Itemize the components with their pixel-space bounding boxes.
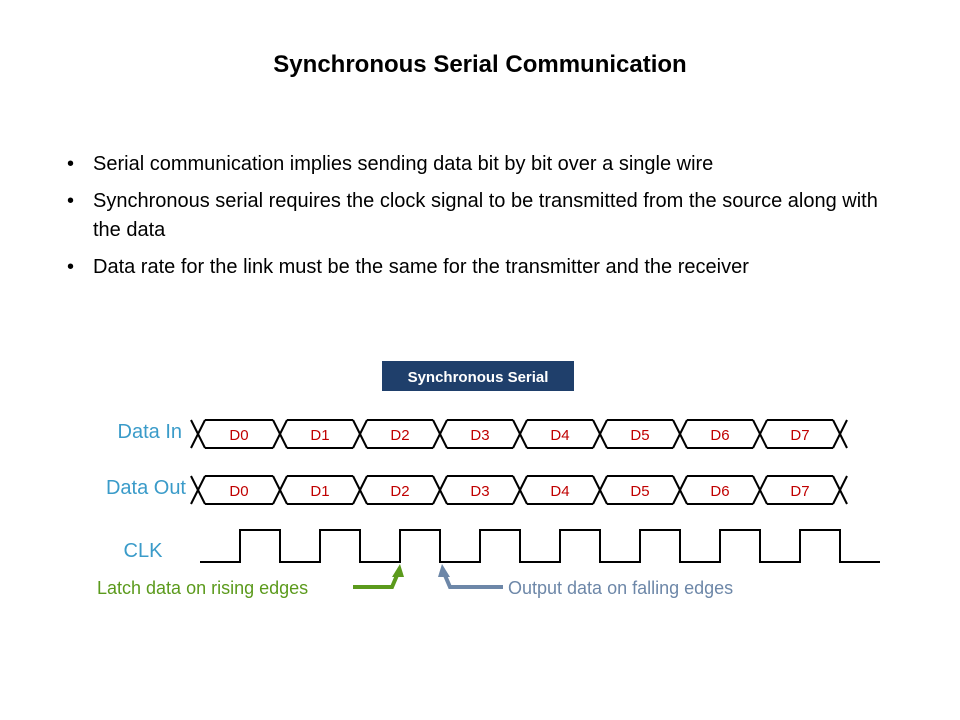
data-out-transition bbox=[190, 475, 206, 505]
data-in-bit-label: D0 bbox=[229, 427, 248, 444]
bullet-text: Serial communication implies sending dat… bbox=[93, 153, 714, 175]
bullet-item: • Serial communication implies sending d… bbox=[64, 150, 904, 179]
data-out-transition bbox=[832, 475, 848, 505]
falling-edge-annotation: Output data on falling edges bbox=[438, 564, 733, 598]
clk-waveform bbox=[200, 529, 880, 563]
data-out-bit-label: D2 bbox=[390, 483, 409, 500]
data-out-bit-label: D7 bbox=[790, 483, 809, 500]
bullet-text: Data rate for the link must be the same … bbox=[93, 256, 749, 278]
data-in-transition bbox=[352, 419, 368, 449]
rising-edge-annotation: Latch data on rising edges bbox=[97, 564, 404, 598]
data-in-bit-label: D6 bbox=[710, 427, 729, 444]
data-out-transition bbox=[672, 475, 688, 505]
data-in-transition bbox=[672, 419, 688, 449]
bullet-list: • Serial communication implies sending d… bbox=[64, 150, 904, 290]
bullet-marker: • bbox=[67, 190, 75, 212]
data-out-bit-label: D1 bbox=[310, 483, 329, 500]
clk-signal-line bbox=[200, 529, 880, 563]
data-in-transition bbox=[592, 419, 608, 449]
slide-title: Synchronous Serial Communication bbox=[273, 51, 687, 78]
data-in-transition bbox=[272, 419, 288, 449]
bullet-marker: • bbox=[67, 153, 75, 175]
bullet-text: Synchronous serial requires the clock si… bbox=[93, 190, 878, 241]
data-out-transition bbox=[352, 475, 368, 505]
data-out-bit-label: D3 bbox=[470, 483, 489, 500]
data-in-label: Data In bbox=[118, 421, 182, 443]
diagram-badge-background bbox=[382, 361, 574, 391]
data-out-transition bbox=[752, 475, 768, 505]
bullet-item: • Data rate for the link must be the sam… bbox=[64, 253, 904, 282]
diagram-badge: Synchronous Serial bbox=[382, 361, 574, 391]
data-out-bit-label: D6 bbox=[710, 483, 729, 500]
bullet-item: • Synchronous serial requires the clock … bbox=[64, 187, 904, 245]
diagram-badge-label: Synchronous Serial bbox=[408, 369, 549, 386]
data-in-bit-label: D2 bbox=[390, 427, 409, 444]
data-in-transition bbox=[190, 419, 206, 449]
data-in-waveform: D0 D1 D2 D3 D4 D5 D6 D7 bbox=[190, 419, 848, 449]
data-in-bit-label: D5 bbox=[630, 427, 649, 444]
data-out-label: Data Out bbox=[106, 477, 186, 499]
data-out-bit-label: D4 bbox=[550, 483, 569, 500]
falling-edge-note: Output data on falling edges bbox=[508, 578, 733, 598]
data-in-transition bbox=[512, 419, 528, 449]
data-out-bit-label: D0 bbox=[229, 483, 248, 500]
data-in-bit-label: D3 bbox=[470, 427, 489, 444]
rising-edge-arrowhead bbox=[392, 564, 404, 577]
data-out-bit-label: D5 bbox=[630, 483, 649, 500]
data-in-bit-label: D4 bbox=[550, 427, 569, 444]
data-in-transition bbox=[432, 419, 448, 449]
rising-edge-arrow bbox=[353, 572, 400, 589]
timing-diagram: Synchronous Serial Data In Data Out CLK … bbox=[97, 361, 880, 598]
falling-edge-arrowhead bbox=[438, 564, 450, 577]
clk-label: CLK bbox=[124, 540, 164, 562]
data-in-transition bbox=[752, 419, 768, 449]
data-out-transition bbox=[592, 475, 608, 505]
falling-edge-arrow bbox=[442, 572, 503, 589]
bullet-marker: • bbox=[67, 256, 75, 278]
data-out-transition bbox=[512, 475, 528, 505]
data-out-transition bbox=[432, 475, 448, 505]
data-in-transition bbox=[832, 419, 848, 449]
rising-edge-note: Latch data on rising edges bbox=[97, 578, 308, 598]
data-out-transition bbox=[272, 475, 288, 505]
data-out-waveform: D0 D1 D2 D3 D4 D5 D6 D7 bbox=[190, 475, 848, 505]
data-in-bit-label: D1 bbox=[310, 427, 329, 444]
data-in-bit-label: D7 bbox=[790, 427, 809, 444]
